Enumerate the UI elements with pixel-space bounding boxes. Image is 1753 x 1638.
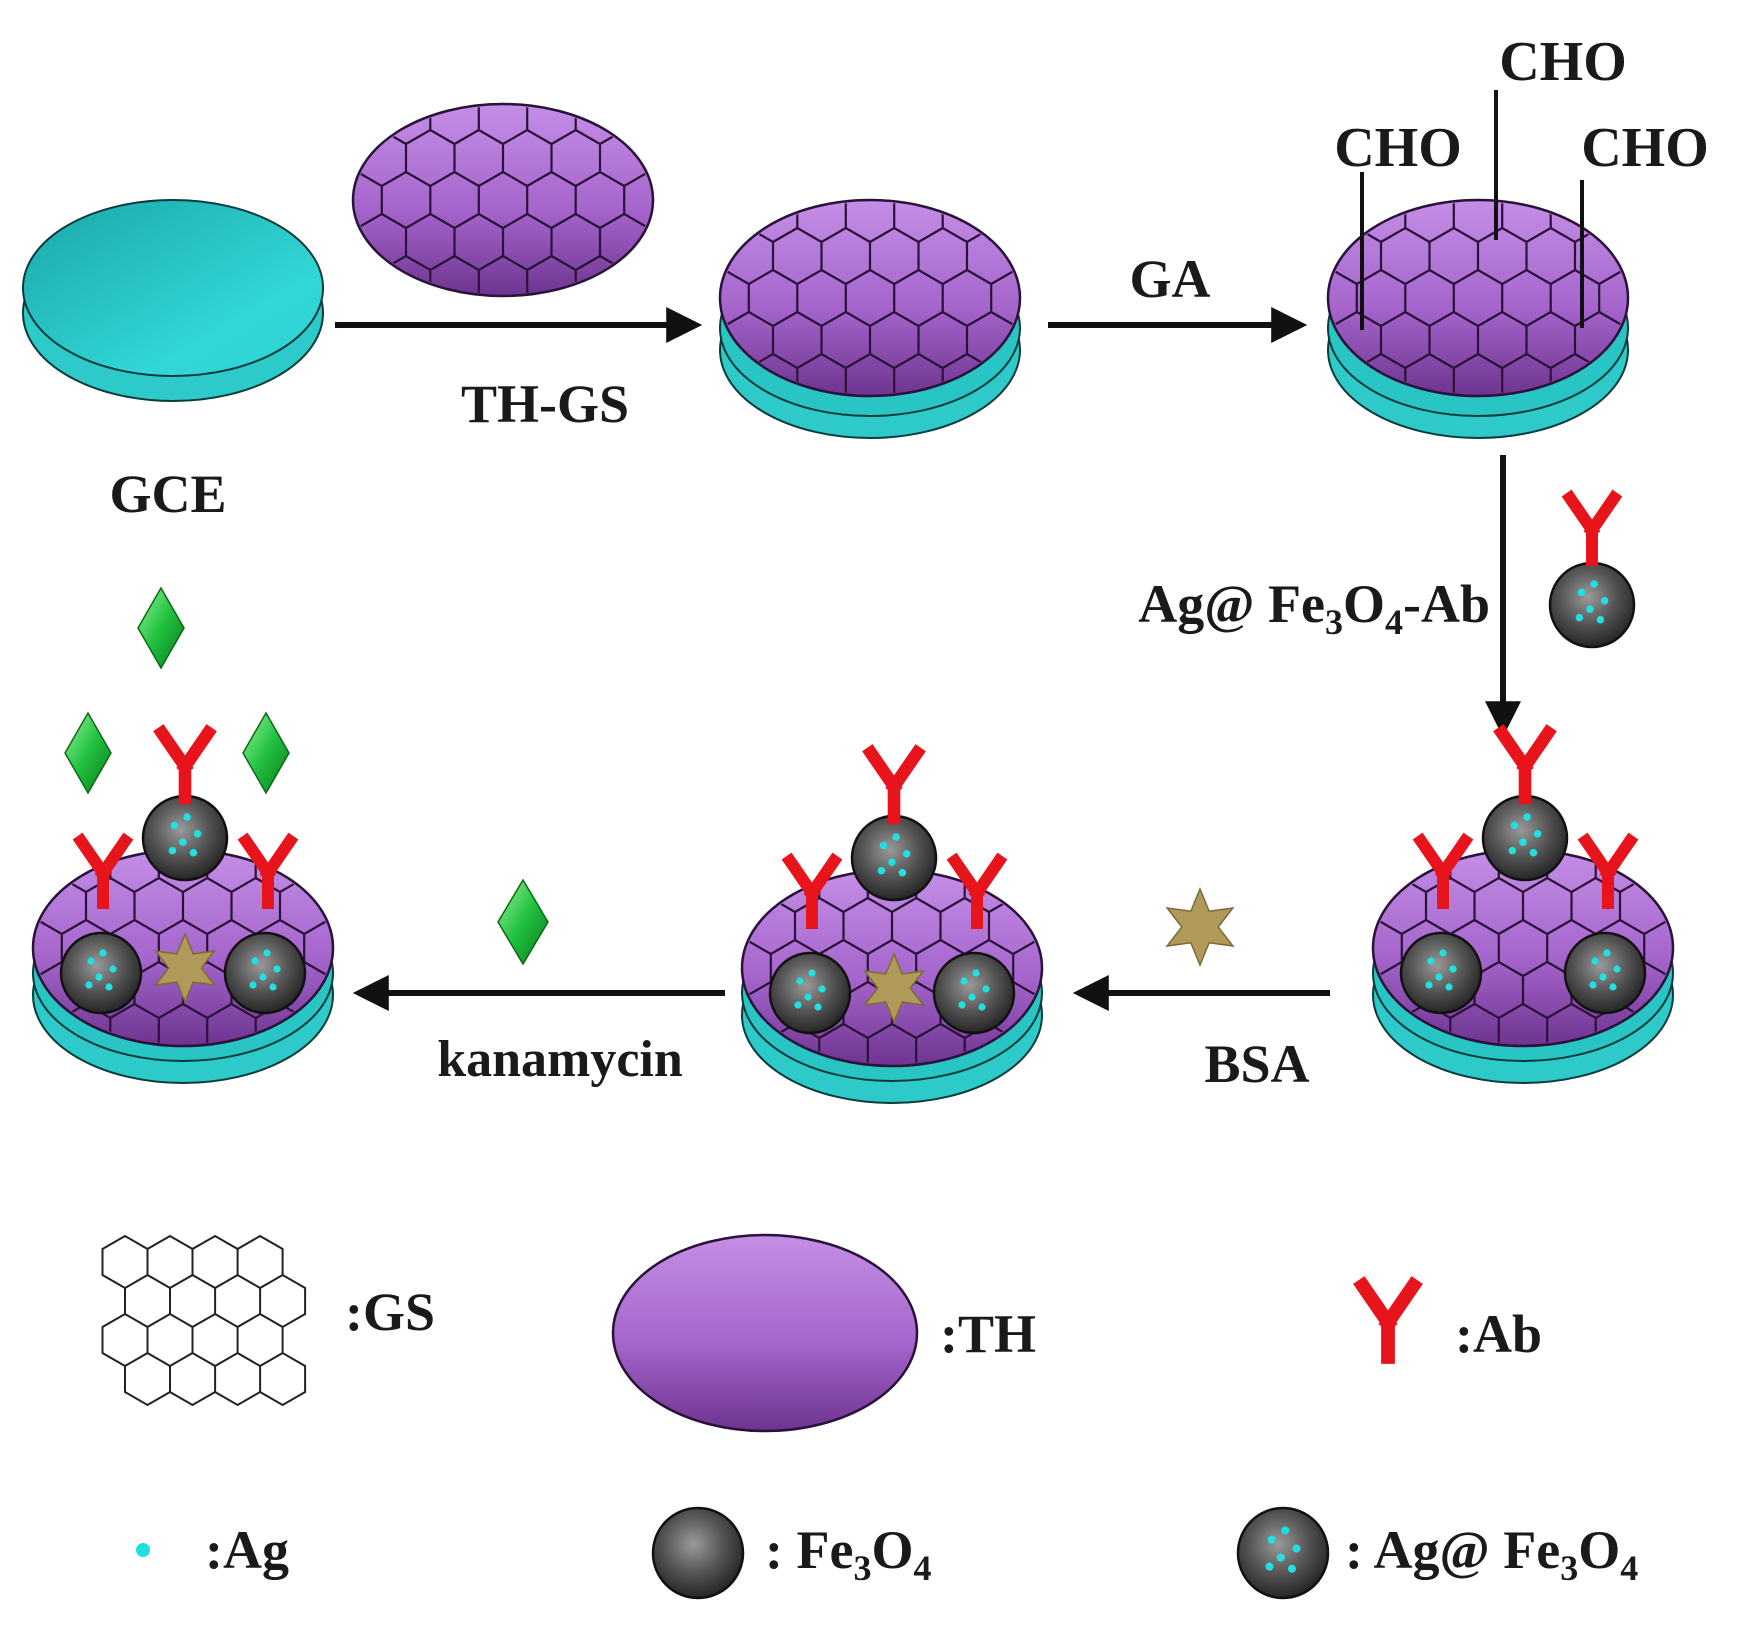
- legend-gs-label: :GS: [345, 1282, 435, 1342]
- electrode-ga-layer: [1326, 198, 1630, 398]
- ag-fe3o4-ab-label: Ag@ Fe3O4-Ab: [1138, 574, 1490, 642]
- legend-ag-fe3o4-label: : Ag@ Fe3O4: [1345, 1520, 1638, 1588]
- legend-ab-icon: [1353, 1276, 1423, 1364]
- cho-groups: CHO CHO CHO: [1334, 31, 1709, 330]
- electrode-kanamycin: [31, 586, 335, 1084]
- th-gs-label: TH-GS: [461, 374, 629, 434]
- legend-gs-icon: [101, 1234, 307, 1407]
- cho-label-left: CHO: [1334, 117, 1462, 179]
- legend-ag-icon: [136, 1543, 150, 1557]
- legend-fe3o4-label: : Fe3O4: [765, 1520, 931, 1588]
- ga-label: GA: [1130, 249, 1211, 309]
- legend-ag-label: :Ag: [205, 1520, 289, 1580]
- electrode-ab: [1371, 724, 1675, 1084]
- legend-ab-label: :Ab: [1455, 1304, 1542, 1364]
- legend: :GS :TH :Ab :Ag : Fe3O4 : Ag@ Fe3O4: [101, 1233, 1638, 1600]
- kanamycin-diamond-icon: [497, 878, 549, 966]
- cho-label-top: CHO: [1499, 31, 1627, 93]
- ag-fe3o4-ab-conjugate-icon: [1548, 489, 1636, 649]
- bsa-label: BSA: [1204, 1034, 1309, 1094]
- electrode-th-gs-layer: [718, 198, 1022, 398]
- electrode-bsa: [740, 744, 1044, 1104]
- legend-th-label: :TH: [940, 1304, 1036, 1364]
- cho-label-right: CHO: [1581, 117, 1709, 179]
- kanamycin-label: kanamycin: [437, 1031, 683, 1088]
- gce-electrode: [22, 199, 324, 402]
- bsa-star-icon: [1165, 887, 1235, 967]
- legend-ag-fe3o4-icon: [1236, 1506, 1330, 1600]
- th-gs-sheet: [351, 102, 655, 298]
- gce-label: GCE: [109, 464, 226, 524]
- legend-fe3o4-icon: [651, 1506, 745, 1600]
- legend-th-icon: [611, 1233, 919, 1433]
